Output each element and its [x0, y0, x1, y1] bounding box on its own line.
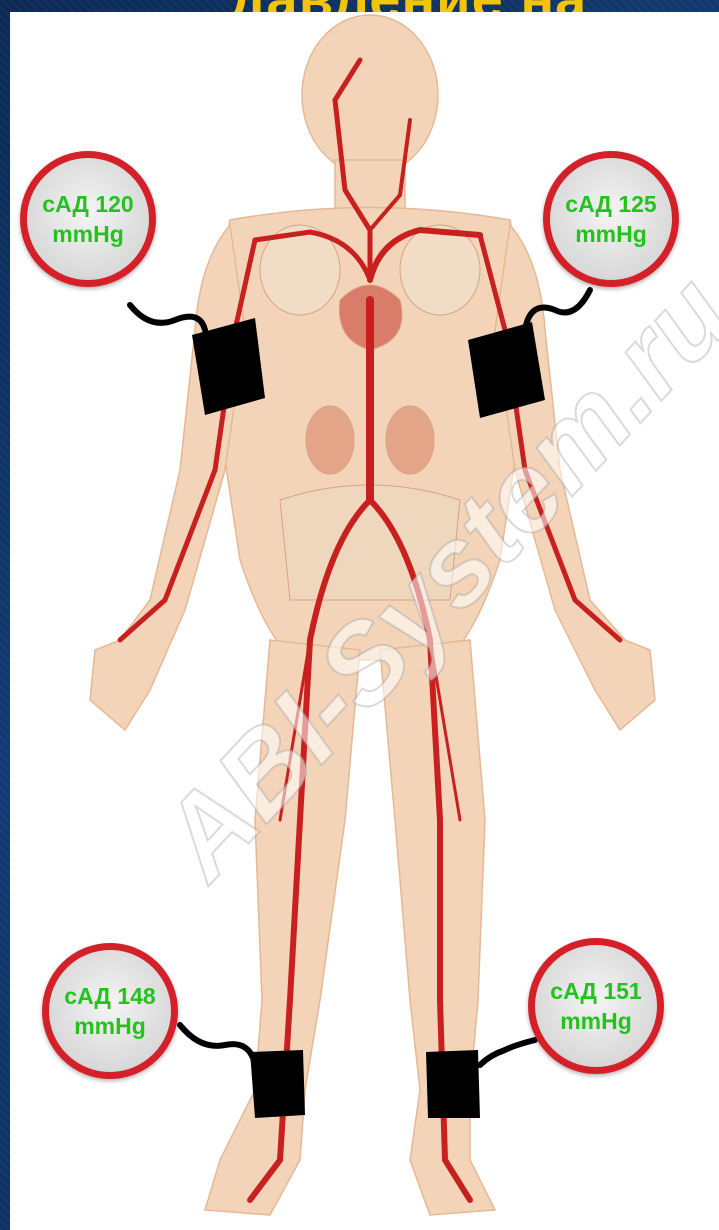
gauge-unit: mmHg	[575, 219, 647, 249]
gauge-unit: mmHg	[560, 1006, 632, 1036]
right-ankle-cuff	[250, 1050, 305, 1118]
gauge-reading: сАД 125	[565, 189, 656, 219]
gauge-left-ankle: сАД 151 mmHg	[528, 938, 664, 1074]
left-arm-cuff	[468, 322, 545, 418]
left-ankle-hose	[480, 1040, 535, 1065]
left-arm-hose	[525, 290, 590, 330]
right-arm-hose	[130, 305, 205, 330]
gauge-left-arm: сАД 125 mmHg	[543, 151, 679, 287]
gauge-unit: mmHg	[74, 1011, 146, 1041]
right-arm-cuff	[192, 318, 265, 415]
gauge-right-arm: сАД 120 mmHg	[20, 151, 156, 287]
left-ankle-cuff	[426, 1050, 480, 1118]
gauge-reading: сАД 120	[42, 189, 133, 219]
gauge-reading: сАД 151	[550, 976, 641, 1006]
gauge-reading: сАД 148	[64, 981, 155, 1011]
right-ankle-hose	[180, 1025, 255, 1065]
gauge-right-ankle: сАД 148 mmHg	[42, 943, 178, 1079]
gauge-unit: mmHg	[52, 219, 124, 249]
